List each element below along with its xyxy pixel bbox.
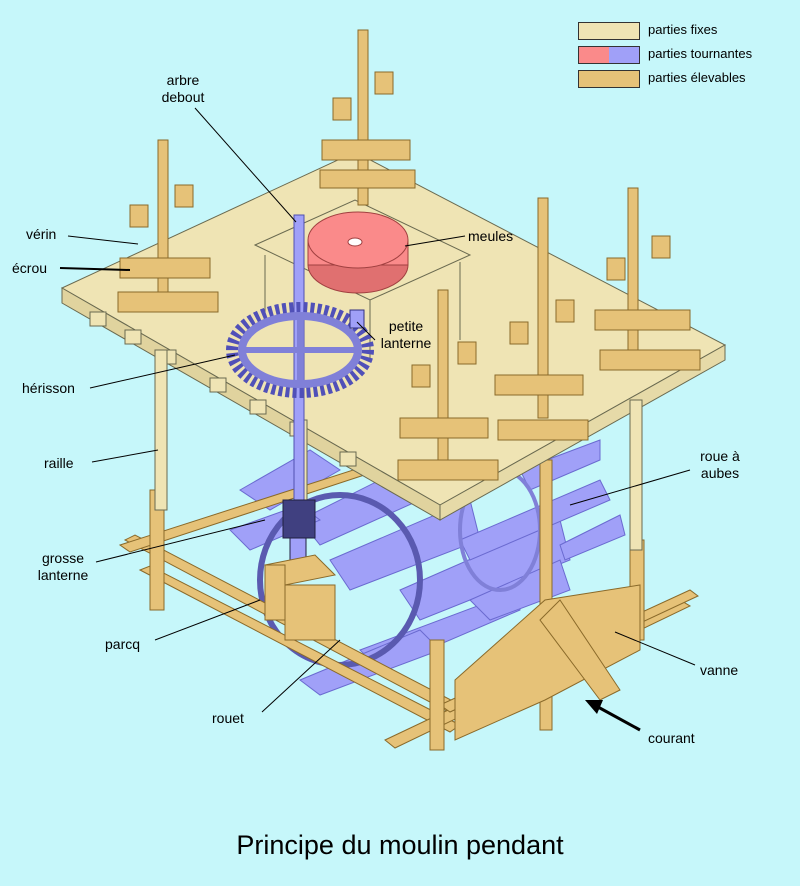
water-wheel [229, 439, 626, 696]
label-parcq: parcq [105, 636, 141, 652]
label-debout: debout [161, 89, 205, 105]
label-arbre-debout: arbre debout [158, 72, 208, 106]
legend-label-raisable: parties élevables [648, 70, 746, 85]
label-aubes: aubes [700, 465, 740, 481]
label-petite: petite [388, 318, 424, 334]
label-lanterne-2: lanterne [380, 335, 432, 351]
label-roue-a: roue à [700, 448, 740, 464]
label-rouet: rouet [212, 710, 244, 726]
legend-swatch-raisable [578, 70, 640, 88]
legend-label-rotating: parties tournantes [648, 46, 753, 61]
label-verin: vérin [26, 226, 57, 242]
label-grosse-lanterne: grosse lanterne [28, 550, 98, 584]
label-ecrou: écrou [12, 260, 48, 276]
label-herisson: hérisson [22, 380, 75, 396]
legend-swatch-fixed [578, 22, 640, 40]
petite-lanterne-gear [349, 309, 365, 329]
courant-arrow [585, 700, 641, 732]
label-vanne: vanne [700, 662, 739, 678]
label-meules: meules [468, 228, 514, 244]
label-grosse: grosse [41, 550, 85, 566]
legend-label-fixed: parties fixes [648, 22, 718, 37]
label-petite-lanterne: petite lanterne [374, 318, 438, 352]
leader-lines [59, 107, 696, 713]
grosse-lanterne-gear [282, 499, 316, 561]
meules-stone [307, 211, 409, 294]
legend-swatch-rotating [578, 46, 640, 64]
herisson-gear [226, 302, 374, 398]
label-roue-aubes: roue à aubes [690, 448, 750, 482]
label-arbre: arbre [166, 72, 200, 88]
label-lanterne: lanterne [37, 567, 89, 583]
diagram-caption: Principe du moulin pendant [236, 830, 564, 860]
label-raille: raille [44, 455, 74, 471]
jacks [117, 29, 701, 481]
label-courant: courant [648, 730, 695, 746]
shaft-box [263, 554, 337, 641]
